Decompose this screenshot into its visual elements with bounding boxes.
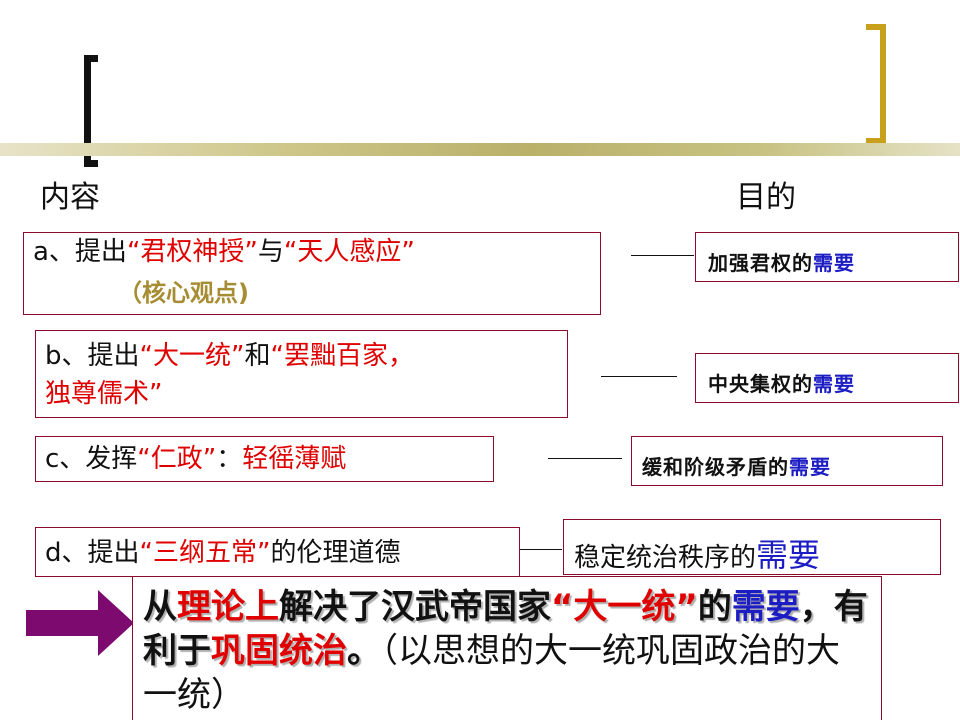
content-a-term2: “天人感应” [283, 237, 415, 267]
conclusion-part-consolidate: 巩固统治 [211, 631, 347, 671]
right-bracket-decoration [866, 24, 886, 144]
heading-purpose: 目的 [736, 180, 796, 215]
conclusion-box: 从理论上解决了汉武帝国家“大一统”的需要，有利于巩固统治。（以思想的大一统巩固政… [132, 576, 882, 720]
purpose-c-need: 需要 [789, 455, 831, 479]
purpose-b-text: 中央集权的需要 [708, 368, 855, 397]
connector-line-c [548, 458, 622, 459]
purpose-d-text: 稳定统治秩序的需要 [574, 530, 820, 576]
purpose-a-need: 需要 [813, 251, 855, 275]
purpose-d-need: 需要 [756, 536, 821, 574]
content-a-line: a、提出“君权神授”与“天人感应” [33, 235, 415, 269]
purpose-box-d: 稳定统治秩序的需要 [563, 519, 941, 575]
content-d-term1: “三纲五常” [139, 538, 271, 568]
conclusion-part-benefit: ，有利于 [143, 587, 868, 671]
content-box-c: c、发挥“仁政”：轻徭薄赋 [35, 436, 494, 482]
title-underline-bar [0, 143, 960, 156]
purpose-c-text: 缓和阶级矛盾的需要 [642, 451, 831, 480]
right-arrow-icon [26, 590, 134, 656]
conclusion-part-solve: 解决了汉武帝国家 [279, 587, 551, 627]
content-box-a: a、提出“君权神授”与“天人感应” （核心观点) [23, 232, 601, 315]
content-c-term2: 轻徭薄赋 [242, 444, 347, 474]
connector-line-b [601, 376, 677, 377]
content-b-prefix: b、提出 [45, 341, 140, 371]
heading-content: 内容 [40, 180, 100, 215]
content-box-b: b、提出“大一统”和“罢黜百家， 独尊儒术” [35, 330, 568, 418]
content-b-term2: “罢黜百家， [270, 341, 414, 371]
purpose-b-label: 中央集权的 [708, 372, 813, 396]
content-a-prefix: a、提出 [33, 237, 127, 267]
conclusion-part-period: 。 [347, 631, 381, 671]
connector-line-d [520, 549, 562, 550]
content-box-d: d、提出“三纲五常”的伦理道德 [35, 527, 520, 577]
conclusion-part-explanation: （以思想的大一统巩固政治的大一统） [143, 631, 840, 715]
purpose-a-label: 加强君权的 [708, 251, 813, 275]
content-a-connector: 与 [257, 237, 284, 267]
content-d-prefix: d、提出 [45, 538, 140, 568]
content-b-line1: b、提出“大一统”和“罢黜百家， [45, 339, 414, 373]
content-d-line: d、提出“三纲五常”的伦理道德 [45, 536, 400, 570]
purpose-box-c: 缓和阶级矛盾的需要 [631, 436, 943, 486]
purpose-c-label: 缓和阶级矛盾的 [642, 455, 789, 479]
content-a-note: （核心观点) [118, 279, 249, 307]
content-c-prefix: c、发挥 [45, 444, 138, 474]
content-b-line2: 独尊儒术” [45, 379, 163, 409]
conclusion-text: 从理论上解决了汉武帝国家“大一统”的需要，有利于巩固统治。（以思想的大一统巩固政… [143, 585, 868, 717]
content-a-term1: “君权神授” [126, 237, 258, 267]
connector-line-a [631, 255, 694, 256]
content-c-term1: “仁政” [137, 444, 217, 474]
content-c-connector: ： [216, 444, 243, 474]
purpose-box-b: 中央集权的需要 [695, 353, 959, 403]
content-d-connector: 的伦理道德 [270, 538, 401, 568]
conclusion-part-theory: 理论上 [177, 587, 279, 627]
purpose-a-text: 加强君权的需要 [708, 247, 855, 276]
conclusion-part-need: 需要 [731, 587, 800, 627]
conclusion-part-unity: “大一统” [551, 587, 698, 627]
purpose-b-need: 需要 [813, 372, 855, 396]
content-b-term1: “大一统” [139, 341, 245, 371]
content-b-connector: 和 [244, 341, 271, 371]
purpose-d-label: 稳定统治秩序的 [574, 543, 757, 573]
left-bracket-decoration [84, 55, 98, 167]
conclusion-part-from: 从 [143, 587, 177, 627]
purpose-box-a: 加强君权的需要 [695, 232, 959, 282]
conclusion-part-of: 的 [697, 587, 732, 627]
content-c-line: c、发挥“仁政”：轻徭薄赋 [45, 442, 346, 476]
